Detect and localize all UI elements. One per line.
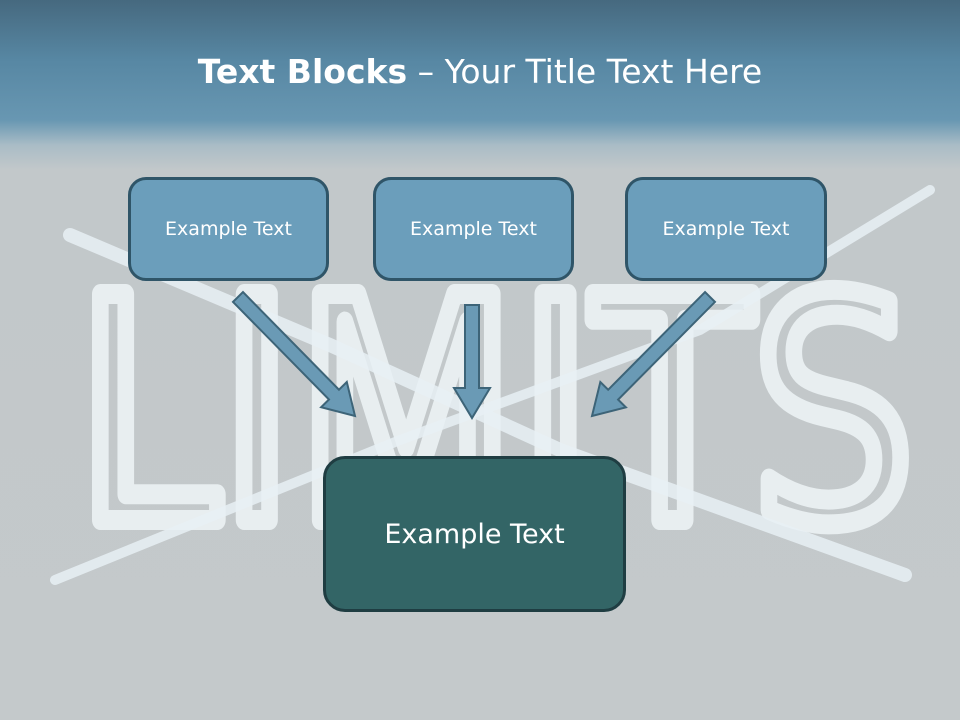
title-bold: Text Blocks xyxy=(197,52,408,91)
text-block-1: Example Text xyxy=(128,177,329,281)
arrow-down-icon xyxy=(452,304,492,420)
text-block-2: Example Text xyxy=(373,177,574,281)
arrow-right-icon xyxy=(590,290,717,418)
text-block-1-label: Example Text xyxy=(165,218,292,240)
result-block-label: Example Text xyxy=(384,519,565,550)
text-block-3: Example Text xyxy=(625,177,827,281)
title-separator: – xyxy=(407,52,445,91)
text-block-3-label: Example Text xyxy=(662,218,790,240)
arrow-left-icon xyxy=(231,290,357,418)
text-block-2-label: Example Text xyxy=(410,218,537,240)
title-rest: Your Title Text Here xyxy=(444,52,763,91)
result-block: Example Text xyxy=(323,456,626,612)
slide-title: Text Blocks – Your Title Text Here xyxy=(0,52,960,91)
